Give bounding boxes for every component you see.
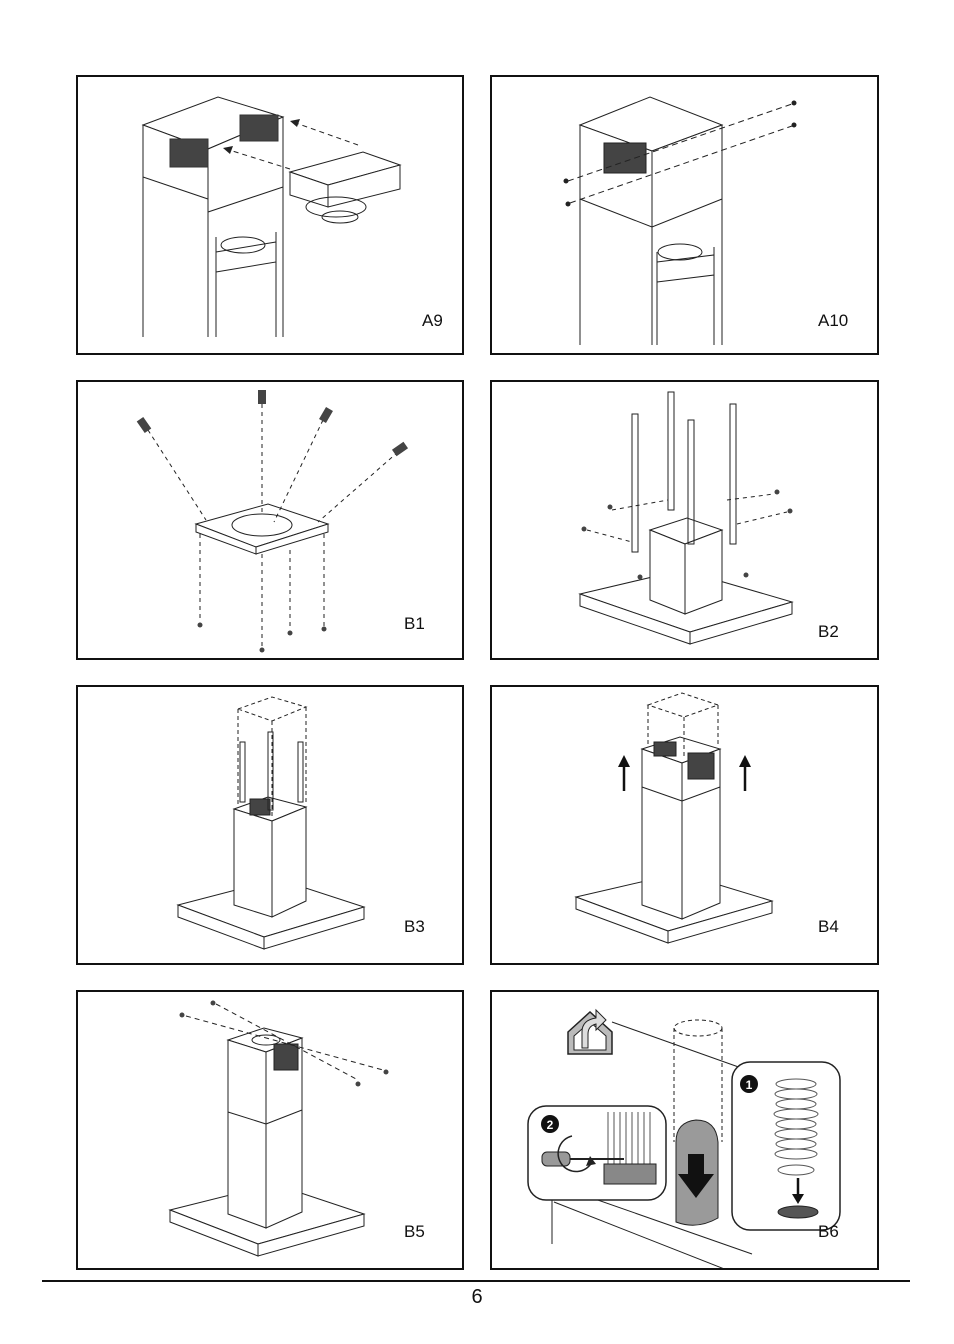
panel-b2: B2 <box>490 380 879 660</box>
a9-illustration <box>78 77 464 355</box>
panel-label: B5 <box>404 1222 425 1242</box>
panel-a10: A10 <box>490 75 879 355</box>
panel-label: B6 <box>818 1222 839 1242</box>
panel-label: B1 <box>404 614 425 634</box>
panel-b5: B5 <box>76 990 464 1270</box>
house-exhaust-icon <box>568 1010 612 1054</box>
panel-label: A10 <box>818 311 848 331</box>
panel-a9: A9 <box>76 75 464 355</box>
footer-rule <box>42 1280 910 1282</box>
b2-illustration <box>492 382 879 660</box>
panel-b1: B1 <box>76 380 464 660</box>
page-number: 6 <box>0 1286 954 1309</box>
panel-label: B3 <box>404 917 425 937</box>
panel-label: B4 <box>818 917 839 937</box>
panel-b6: 1 2 B6 <box>490 990 879 1270</box>
svg-text:2: 2 <box>547 1118 554 1132</box>
panel-b3: B3 <box>76 685 464 965</box>
panel-b4: B4 <box>490 685 879 965</box>
panel-label: B2 <box>818 622 839 642</box>
panel-label: A9 <box>422 311 443 331</box>
svg-text:1: 1 <box>746 1078 753 1092</box>
